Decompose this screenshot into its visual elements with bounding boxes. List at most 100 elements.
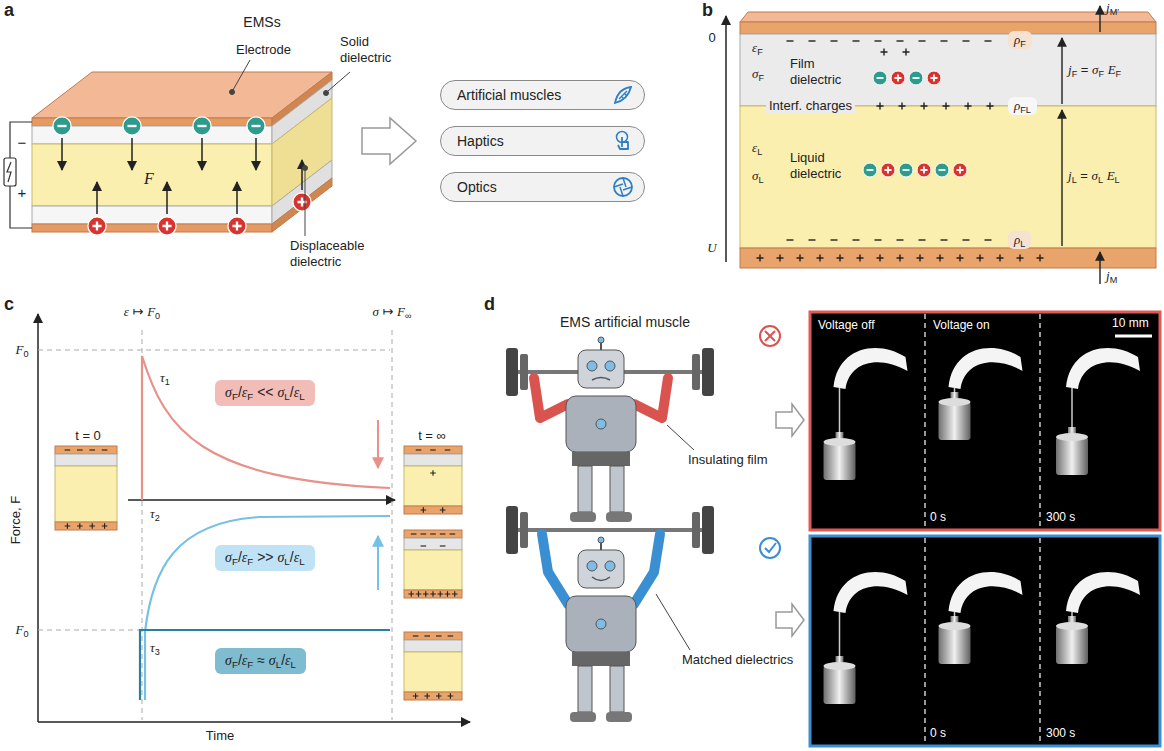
layer-stack [430,470,436,476]
charge-symbol [853,240,860,241]
charge-symbol [158,217,176,235]
layer-stack [450,534,456,535]
layer-stack [404,446,462,454]
node-text: σF/εF >> σL/εL [225,549,305,565]
layer-label: Interf. charges [766,98,855,114]
charge-symbol [877,103,994,110]
robot-figure [578,466,592,512]
ion-symbol [899,163,913,177]
photo-content [954,388,956,392]
layer-stack [740,12,1156,22]
layer-stack [404,632,462,700]
material-symbol: σL [752,168,763,184]
application-box: Optics [440,172,645,202]
charge-symbol [963,240,970,241]
charge-symbol [877,255,884,262]
robot-figure [572,452,630,466]
layer-stack [404,446,462,514]
ion-symbol [909,71,923,85]
photo-label: Voltage off [818,318,875,332]
photo-content [939,398,971,406]
ems-block [32,144,272,206]
material-symbol: εL [752,140,762,156]
force-symbol: F [144,169,154,188]
charge-symbol [817,255,824,262]
charge-symbol [875,41,882,42]
layer-stack [411,534,417,535]
photo-content [834,348,908,389]
time-constant: τ3 [150,640,160,656]
photo-frame [1039,538,1040,744]
robot-figure [566,596,636,652]
photo-content [1056,626,1088,664]
current-label: jM [1106,268,1117,284]
layer-stack [430,591,436,597]
current-arrow [1099,252,1100,284]
status-icon [760,538,780,558]
time-stamp: 0 s [930,510,946,524]
force-curve [140,630,390,700]
time-constant: τ2 [150,506,160,522]
hollow-arrow [776,404,804,636]
chart-axis [38,721,470,723]
charge-symbol [903,49,910,56]
robot-figure [598,537,604,543]
photo-content [1056,433,1088,441]
current-arrow [1061,110,1062,246]
layer-label: Liquid dielectric [790,150,870,181]
robot-figure [634,378,668,418]
photo-content [824,662,856,670]
layer-stack [404,530,462,598]
layer-stack [102,450,108,451]
layer-stack [55,454,117,466]
robot-figure [587,561,597,571]
force-arrows [131,138,133,170]
battery-symbol [4,158,16,186]
robot-figure [587,361,597,371]
panel-letter: b [702,0,713,22]
charge-density-tag: ρFL [1008,97,1037,115]
layer-stack [423,591,429,597]
robot-figure [570,712,596,722]
layer-stack [445,591,451,597]
leader-line [328,72,350,91]
leader-line [233,60,250,90]
robot-figure [610,466,624,512]
charge-symbol [897,240,904,241]
leader-line [656,594,690,650]
charge-symbol [875,240,882,241]
photo-content [949,348,1023,389]
layer-stack [416,591,422,597]
layer-stack [440,534,446,535]
charge-symbol [937,255,944,262]
polarity-sign: + [18,184,27,202]
robot-figure [534,378,568,418]
robot-figure [606,512,632,522]
charge-symbol [293,193,311,211]
figure-title: EMSs [243,14,280,31]
axis-arrow [725,16,727,262]
charge-symbol [941,41,948,42]
photo-content [824,442,856,480]
layer-stack [740,12,1156,268]
force-curve [140,356,390,700]
current-arrow [1061,38,1062,104]
charge-symbol [857,255,864,262]
leader-line [305,171,306,236]
charge-density-tag: ρF [1008,31,1032,49]
force-arrows [255,138,257,170]
node-text: ρL [1014,232,1025,247]
condition-box: σF/εF ≈ σL/εL [215,648,306,674]
charge-symbol [757,255,1044,262]
layer-stack [55,466,117,522]
ems-block [32,72,332,232]
layer-stack [740,34,1156,106]
node-text: σF/εF ≈ σL/εL [225,652,296,668]
condition-box: σF/εF << σL/εL [215,380,315,406]
photo-content [1056,572,1140,664]
photo-content [1056,437,1088,475]
current-arrow [1099,6,1100,32]
ion-symbol [917,163,931,177]
force-curve [142,356,390,500]
